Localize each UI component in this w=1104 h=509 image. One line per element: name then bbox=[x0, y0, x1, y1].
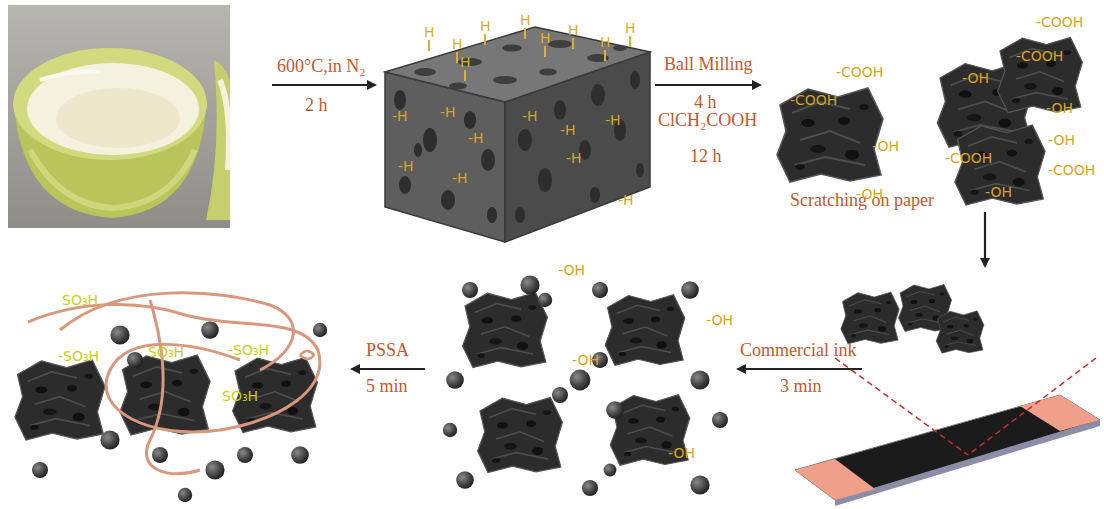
step-label: 600°C,in N₂ bbox=[277, 56, 365, 77]
sulfonic-label: SO₃H bbox=[222, 388, 258, 404]
hydrogen-label: H bbox=[480, 18, 491, 34]
pssa-particles bbox=[15, 293, 327, 502]
group-label: -OH bbox=[962, 70, 989, 86]
ink-particles bbox=[443, 275, 728, 496]
group-label: -H bbox=[618, 192, 634, 208]
step-label: 4 h bbox=[694, 92, 717, 113]
group-label: -OH bbox=[985, 184, 1012, 200]
group-label: -H bbox=[522, 108, 538, 124]
group-label: -H bbox=[468, 130, 484, 146]
group-label: -COOH bbox=[790, 92, 837, 108]
step-label: 3 min bbox=[780, 376, 822, 397]
group-label: -H bbox=[392, 108, 408, 124]
sulfonic-label: SO₃H bbox=[148, 344, 184, 360]
group-label: -H bbox=[566, 150, 582, 166]
step-label: Commercial ink bbox=[740, 340, 856, 361]
paper-electrode bbox=[795, 285, 1100, 507]
group-label: -COOH bbox=[1016, 48, 1063, 64]
step-label: ClCH₂COOH bbox=[658, 110, 757, 131]
step-label: Ball Milling bbox=[664, 54, 753, 75]
sulfonic-label: -SO₃H bbox=[58, 348, 99, 364]
sulfonic-label: -SO₃H bbox=[228, 342, 269, 358]
group-label: -OH bbox=[572, 352, 599, 368]
hydrogen-label: H bbox=[424, 24, 435, 40]
step-label: 2 h bbox=[305, 95, 328, 116]
group-label: -H bbox=[560, 122, 576, 138]
group-label: -OH bbox=[1046, 100, 1073, 116]
group-label: -H bbox=[398, 158, 414, 174]
sulfonic-label: SO₃H bbox=[62, 292, 98, 308]
hydrogen-label: H bbox=[540, 30, 551, 46]
group-label: -COOH bbox=[836, 64, 883, 80]
milled-particles bbox=[777, 37, 1082, 205]
group-label: -OH bbox=[856, 186, 883, 202]
porous-carbon-block bbox=[385, 27, 650, 242]
group-label: -H bbox=[605, 112, 621, 128]
step-arrows bbox=[272, 85, 985, 369]
group-label: -H bbox=[452, 170, 468, 186]
step-label: PSSA bbox=[366, 340, 409, 361]
group-label: -OH bbox=[558, 262, 585, 278]
pomelo-photo bbox=[8, 5, 230, 228]
group-label: -OH bbox=[668, 445, 695, 461]
group-label: -COOH bbox=[1048, 162, 1095, 178]
group-label: -H bbox=[440, 104, 456, 120]
group-label: -OH bbox=[872, 138, 899, 154]
group-label: -OH bbox=[1048, 132, 1075, 148]
group-label: -OH bbox=[706, 312, 733, 328]
hydrogen-label: H bbox=[452, 36, 463, 52]
hydrogen-label: H bbox=[460, 54, 471, 70]
hydrogen-label: H bbox=[568, 22, 579, 38]
hydrogen-label: H bbox=[625, 20, 636, 36]
step-label: 12 h bbox=[690, 146, 722, 167]
group-label: -COOH bbox=[945, 150, 992, 166]
hydrogen-label: H bbox=[520, 12, 531, 28]
group-label: -COOH bbox=[1036, 14, 1083, 30]
hydrogen-label: H bbox=[600, 34, 611, 50]
step-label: 5 min bbox=[366, 376, 408, 397]
